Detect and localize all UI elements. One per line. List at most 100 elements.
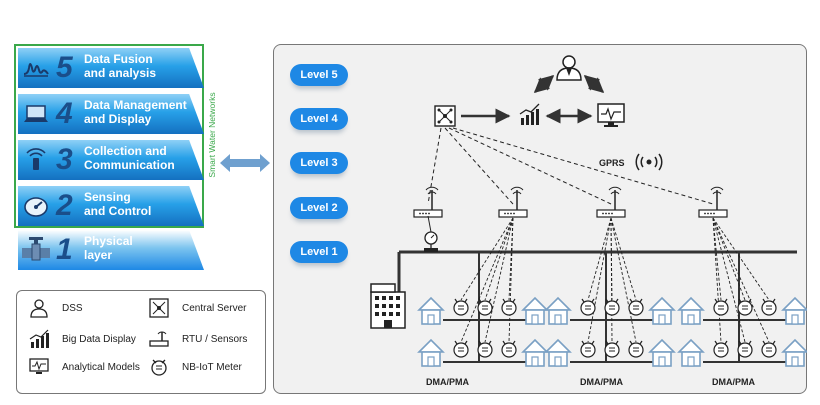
nb-iot-meter-icon — [604, 340, 620, 358]
layer-number: 3 — [56, 143, 73, 176]
layer-3-band — [18, 140, 204, 180]
layer-title-line2: and Control — [84, 204, 152, 218]
house-icon — [521, 338, 549, 367]
rtu-gauge-link — [427, 215, 432, 233]
layer-number: 1 — [56, 233, 73, 266]
layer-number: 5 — [56, 51, 73, 84]
dma-group-1 — [417, 217, 549, 367]
layer-title-line1: Data Management — [84, 98, 187, 112]
nb-iot-meter-icon — [713, 340, 729, 358]
legend-label: NB-IoT Meter — [182, 362, 242, 373]
dma-label: DMA/PMA — [426, 377, 469, 387]
layer-title-line2: and analysis — [84, 66, 157, 80]
level-pill: Level 1 — [290, 241, 348, 263]
house-icon — [677, 296, 705, 325]
legend-bar-chart-icon — [28, 328, 50, 350]
legend-label: Central Server — [182, 303, 247, 314]
layer-4-band — [18, 94, 204, 134]
layer-title-line2: and Display — [84, 112, 152, 126]
rtu-sensor-icon — [413, 186, 443, 218]
dma-label: DMA/PMA — [712, 377, 755, 387]
network-diagram: GPRS — [370, 55, 807, 367]
house-icon — [677, 338, 705, 367]
house-icon — [521, 296, 549, 325]
layer-title-line1: Collection and — [84, 144, 167, 158]
waveform-icon — [22, 54, 50, 82]
nb-iot-meter-icon — [628, 298, 644, 316]
nb-iot-meter-icon — [713, 298, 729, 316]
dma-group-3 — [677, 217, 807, 367]
nb-iot-meter-icon — [477, 340, 493, 358]
nb-iot-meter-icon — [737, 340, 753, 358]
central-server-icon — [434, 105, 456, 127]
layer-title-line1: Data Fusion — [84, 52, 153, 66]
nb-iot-meter-icon — [580, 340, 596, 358]
big-data-chart-icon — [519, 103, 540, 125]
nb-iot-meter-icon — [737, 298, 753, 316]
layer-title-line1: Physical — [84, 234, 133, 248]
wireless-hand-icon — [22, 146, 50, 174]
house-icon — [544, 296, 572, 325]
house-icon — [648, 296, 676, 325]
level-pill: Level 4 — [290, 108, 348, 130]
dma-group-2 — [544, 217, 676, 367]
nb-iot-meter-icon — [453, 298, 469, 316]
layer-title-line2: Communication — [84, 158, 175, 172]
rtu-sensor-icon — [596, 186, 626, 218]
dss-person-icon — [556, 55, 582, 81]
rtu-sensor-icon — [498, 186, 528, 218]
level-pill: Level 3 — [290, 152, 348, 174]
nb-iot-meter-icon — [501, 340, 517, 358]
nb-iot-meter-icon — [761, 298, 777, 316]
layer-5-band — [18, 48, 204, 88]
pipe-valve-icon — [22, 236, 50, 264]
nb-iot-meter-icon — [477, 298, 493, 316]
legend-monitor-icon — [28, 356, 50, 378]
house-icon — [544, 338, 572, 367]
layer-stack-frame — [14, 44, 204, 228]
architecture-panel — [273, 44, 807, 394]
level-pill: Level 2 — [290, 197, 348, 219]
nb-iot-meter-icon — [580, 298, 596, 316]
nb-iot-meter-icon — [501, 298, 517, 316]
building-icon — [370, 283, 406, 329]
legend-label: RTU / Sensors — [182, 334, 248, 345]
arrow-dss-monitor — [583, 75, 605, 93]
house-icon — [417, 296, 445, 325]
level-pill: Level 5 — [290, 64, 348, 86]
legend-box — [16, 290, 266, 394]
house-icon — [648, 338, 676, 367]
laptop-icon — [22, 100, 50, 128]
analytical-monitor-icon — [597, 103, 625, 127]
legend-label: Big Data Display — [62, 334, 136, 345]
vertical-label: Smart Water Networks — [207, 92, 217, 178]
nb-iot-meter-icon — [761, 340, 777, 358]
house-icon — [781, 296, 807, 325]
gprs-label: GPRS — [599, 158, 625, 168]
house-icon — [781, 338, 807, 367]
legend-label: DSS — [62, 303, 83, 314]
nb-iot-meter-icon — [628, 340, 644, 358]
legend-meter-icon — [148, 356, 170, 378]
legend-person-icon — [28, 297, 50, 319]
gprs-links — [427, 127, 714, 205]
pressure-gauge-icon — [424, 231, 438, 252]
legend-server-hub-icon — [148, 297, 170, 319]
rtu-sensor-icon — [698, 186, 728, 218]
legend-label: Analytical Models — [62, 362, 140, 373]
legend-rtu-icon — [148, 328, 170, 350]
layer-title-line1: Sensing — [84, 190, 131, 204]
layer-number: 4 — [56, 97, 73, 130]
layer-2-band — [18, 186, 204, 226]
house-icon — [417, 338, 445, 367]
